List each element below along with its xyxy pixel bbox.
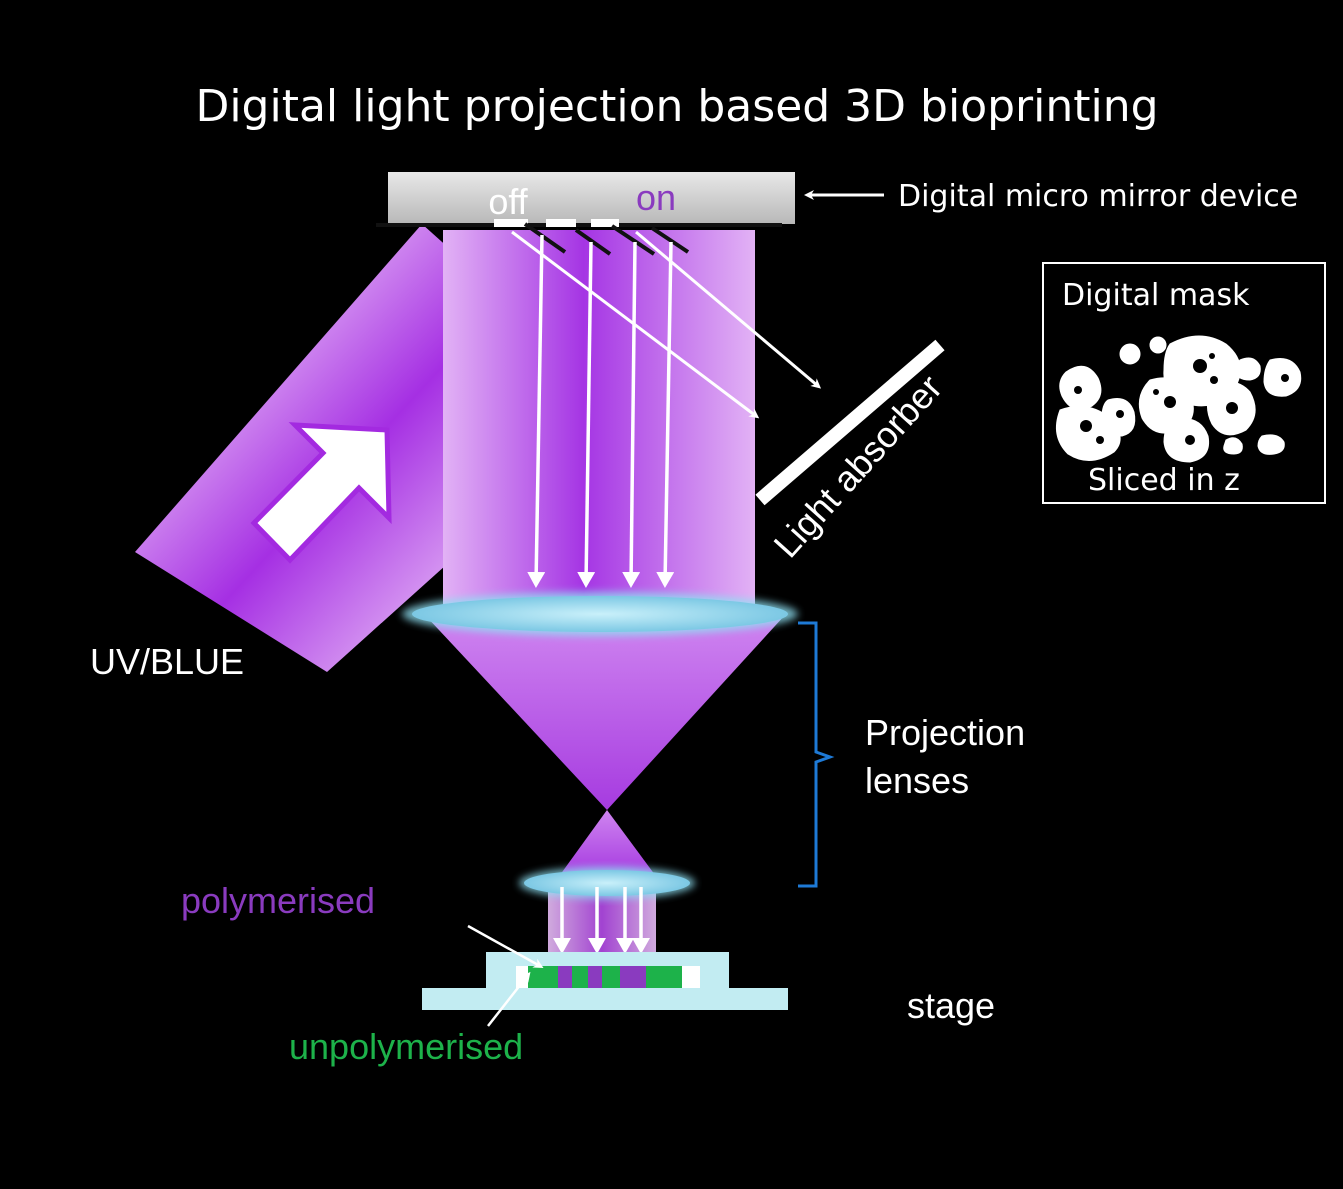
reflected-light-beam bbox=[443, 230, 755, 620]
diverging-cone bbox=[560, 810, 655, 875]
mask-caption: Sliced in z bbox=[1088, 463, 1240, 498]
mirror-pad bbox=[546, 219, 576, 227]
projection-label-line2: lenses bbox=[865, 760, 969, 801]
polymerised-pointer bbox=[467, 924, 544, 968]
unpolymerised-pointer bbox=[487, 971, 531, 1027]
light-absorber bbox=[755, 339, 945, 506]
diagram-title: Digital light projection based 3D biopri… bbox=[195, 81, 1158, 132]
lower-projection-lens bbox=[524, 870, 690, 896]
unpolymerised-label: unpolymerised bbox=[289, 1026, 523, 1067]
mirror-pad bbox=[591, 219, 619, 227]
on-rays bbox=[527, 234, 675, 588]
upper-projection-lens bbox=[412, 596, 788, 632]
light-direction-arrow bbox=[250, 422, 392, 564]
polymerised-label: polymerised bbox=[181, 880, 375, 921]
dmd-label: Digital micro mirror device bbox=[898, 179, 1298, 214]
projection-bracket bbox=[798, 621, 835, 888]
sample-layer bbox=[516, 966, 700, 988]
mirror-pad bbox=[494, 219, 528, 227]
off-ray bbox=[635, 230, 822, 389]
stage-base bbox=[422, 988, 788, 1010]
dmd-off-label: off bbox=[488, 181, 528, 222]
mask-image bbox=[1055, 335, 1302, 463]
mask-title: Digital mask bbox=[1062, 278, 1250, 313]
dmd-on-label: on bbox=[636, 177, 676, 218]
dmd-mirrors bbox=[523, 222, 690, 256]
projection-label-line1: Projection bbox=[865, 712, 1025, 753]
stage-label: stage bbox=[907, 985, 995, 1026]
dmd-device bbox=[388, 172, 795, 224]
sample-rays bbox=[553, 887, 650, 954]
mask-image-holes bbox=[1074, 353, 1289, 445]
source-label: UV/BLUE bbox=[90, 641, 244, 682]
converging-cone bbox=[425, 615, 785, 810]
